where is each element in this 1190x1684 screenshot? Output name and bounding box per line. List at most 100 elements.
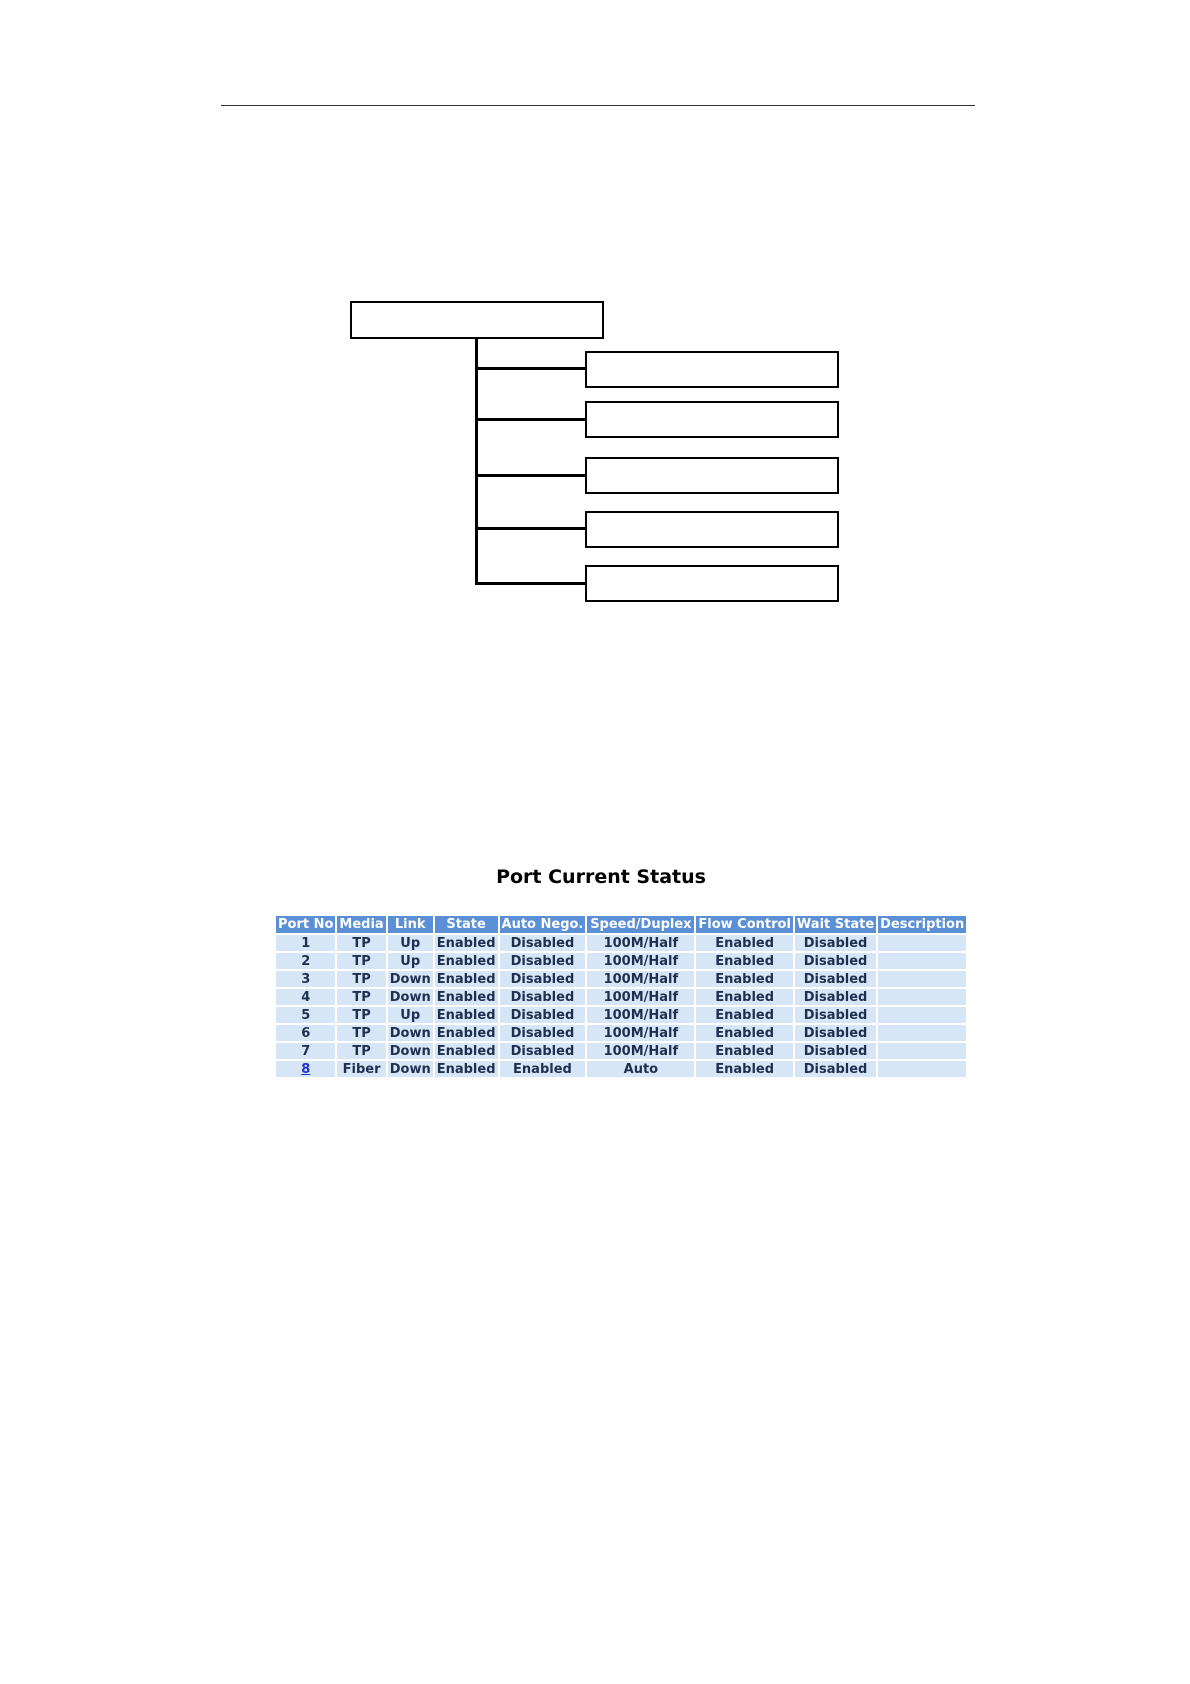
column-header-wait-state: Wait State	[794, 916, 877, 933]
description-cell	[878, 1061, 967, 1077]
state-cell: Enabled	[434, 1007, 498, 1023]
media-cell: TP	[337, 1007, 386, 1023]
header-rule	[221, 105, 975, 106]
port-status-title: Port Current Status	[496, 866, 706, 888]
tree-root-box	[350, 301, 604, 339]
column-header-port-no: Port No	[276, 916, 336, 933]
media-cell: TP	[337, 989, 386, 1005]
port-no-cell: 6	[276, 1025, 336, 1041]
media-cell: TP	[337, 971, 386, 987]
flow-control-cell: Enabled	[696, 1043, 793, 1059]
port-no-cell: 1	[276, 935, 336, 951]
media-cell: Fiber	[337, 1061, 386, 1077]
tree-branch-line-1	[475, 367, 586, 370]
tree-branch-line-5	[475, 582, 586, 585]
auto-nego-cell: Disabled	[499, 953, 586, 969]
description-cell	[878, 1007, 967, 1023]
link-cell: Down	[387, 989, 433, 1005]
speed-duplex-cell: 100M/Half	[587, 1007, 695, 1023]
wait-state-cell: Disabled	[794, 1043, 877, 1059]
flow-control-cell: Enabled	[696, 1061, 793, 1077]
media-cell: TP	[337, 1043, 386, 1059]
auto-nego-cell: Disabled	[499, 935, 586, 951]
wait-state-cell: Disabled	[794, 953, 877, 969]
port-no-cell: 7	[276, 1043, 336, 1059]
flow-control-cell: Enabled	[696, 989, 793, 1005]
auto-nego-cell: Enabled	[499, 1061, 586, 1077]
auto-nego-cell: Disabled	[499, 971, 586, 987]
port-link[interactable]: 8	[301, 1061, 311, 1077]
tree-child-box-5	[585, 565, 839, 602]
link-cell: Down	[387, 1025, 433, 1041]
tree-child-box-1	[585, 351, 839, 388]
wait-state-cell: Disabled	[794, 935, 877, 951]
flow-control-cell: Enabled	[696, 1007, 793, 1023]
flow-control-cell: Enabled	[696, 971, 793, 987]
column-header-media: Media	[337, 916, 386, 933]
tree-child-box-3	[585, 457, 839, 494]
description-cell	[878, 1025, 967, 1041]
tree-branch-line-2	[475, 418, 586, 421]
speed-duplex-cell: 100M/Half	[587, 1025, 695, 1041]
auto-nego-cell: Disabled	[499, 989, 586, 1005]
wait-state-cell: Disabled	[794, 971, 877, 987]
state-cell: Enabled	[434, 1043, 498, 1059]
auto-nego-cell: Disabled	[499, 1025, 586, 1041]
description-cell	[878, 1043, 967, 1059]
state-cell: Enabled	[434, 953, 498, 969]
link-cell: Down	[387, 1043, 433, 1059]
wait-state-cell: Disabled	[794, 1061, 877, 1077]
description-cell	[878, 935, 967, 951]
speed-duplex-cell: 100M/Half	[587, 971, 695, 987]
tree-child-box-4	[585, 511, 839, 548]
state-cell: Enabled	[434, 935, 498, 951]
port-no-cell: 2	[276, 953, 336, 969]
wait-state-cell: Disabled	[794, 1007, 877, 1023]
flow-control-cell: Enabled	[696, 953, 793, 969]
port-no-cell: 3	[276, 971, 336, 987]
port-no-cell: 8	[276, 1061, 336, 1077]
speed-duplex-cell: 100M/Half	[587, 953, 695, 969]
link-cell: Down	[387, 971, 433, 987]
auto-nego-cell: Disabled	[499, 1007, 586, 1023]
tree-branch-line-4	[475, 527, 586, 530]
description-cell	[878, 989, 967, 1005]
media-cell: TP	[337, 953, 386, 969]
port-status-table: Port No Media Link State Auto Nego. Spee…	[274, 914, 969, 1079]
link-cell: Down	[387, 1061, 433, 1077]
state-cell: Enabled	[434, 971, 498, 987]
description-cell	[878, 953, 967, 969]
tree-trunk-line	[475, 339, 478, 585]
description-cell	[878, 971, 967, 987]
speed-duplex-cell: 100M/Half	[587, 1043, 695, 1059]
speed-duplex-cell: Auto	[587, 1061, 695, 1077]
wait-state-cell: Disabled	[794, 1025, 877, 1041]
tree-branch-line-3	[475, 474, 586, 477]
tree-child-box-2	[585, 401, 839, 438]
flow-control-cell: Enabled	[696, 1025, 793, 1041]
port-no-cell: 4	[276, 989, 336, 1005]
column-header-link: Link	[387, 916, 433, 933]
column-header-description: Description	[878, 916, 967, 933]
wait-state-cell: Disabled	[794, 989, 877, 1005]
column-header-speed-duplex: Speed/Duplex	[587, 916, 695, 933]
column-header-auto-nego: Auto Nego.	[499, 916, 586, 933]
state-cell: Enabled	[434, 989, 498, 1005]
media-cell: TP	[337, 935, 386, 951]
port-no-cell: 5	[276, 1007, 336, 1023]
media-cell: TP	[337, 1025, 386, 1041]
table-header-row: Port No Media Link State Auto Nego. Spee…	[276, 916, 967, 933]
auto-nego-cell: Disabled	[499, 1043, 586, 1059]
column-header-flow-control: Flow Control	[696, 916, 793, 933]
link-cell: Up	[387, 1007, 433, 1023]
flow-control-cell: Enabled	[696, 935, 793, 951]
